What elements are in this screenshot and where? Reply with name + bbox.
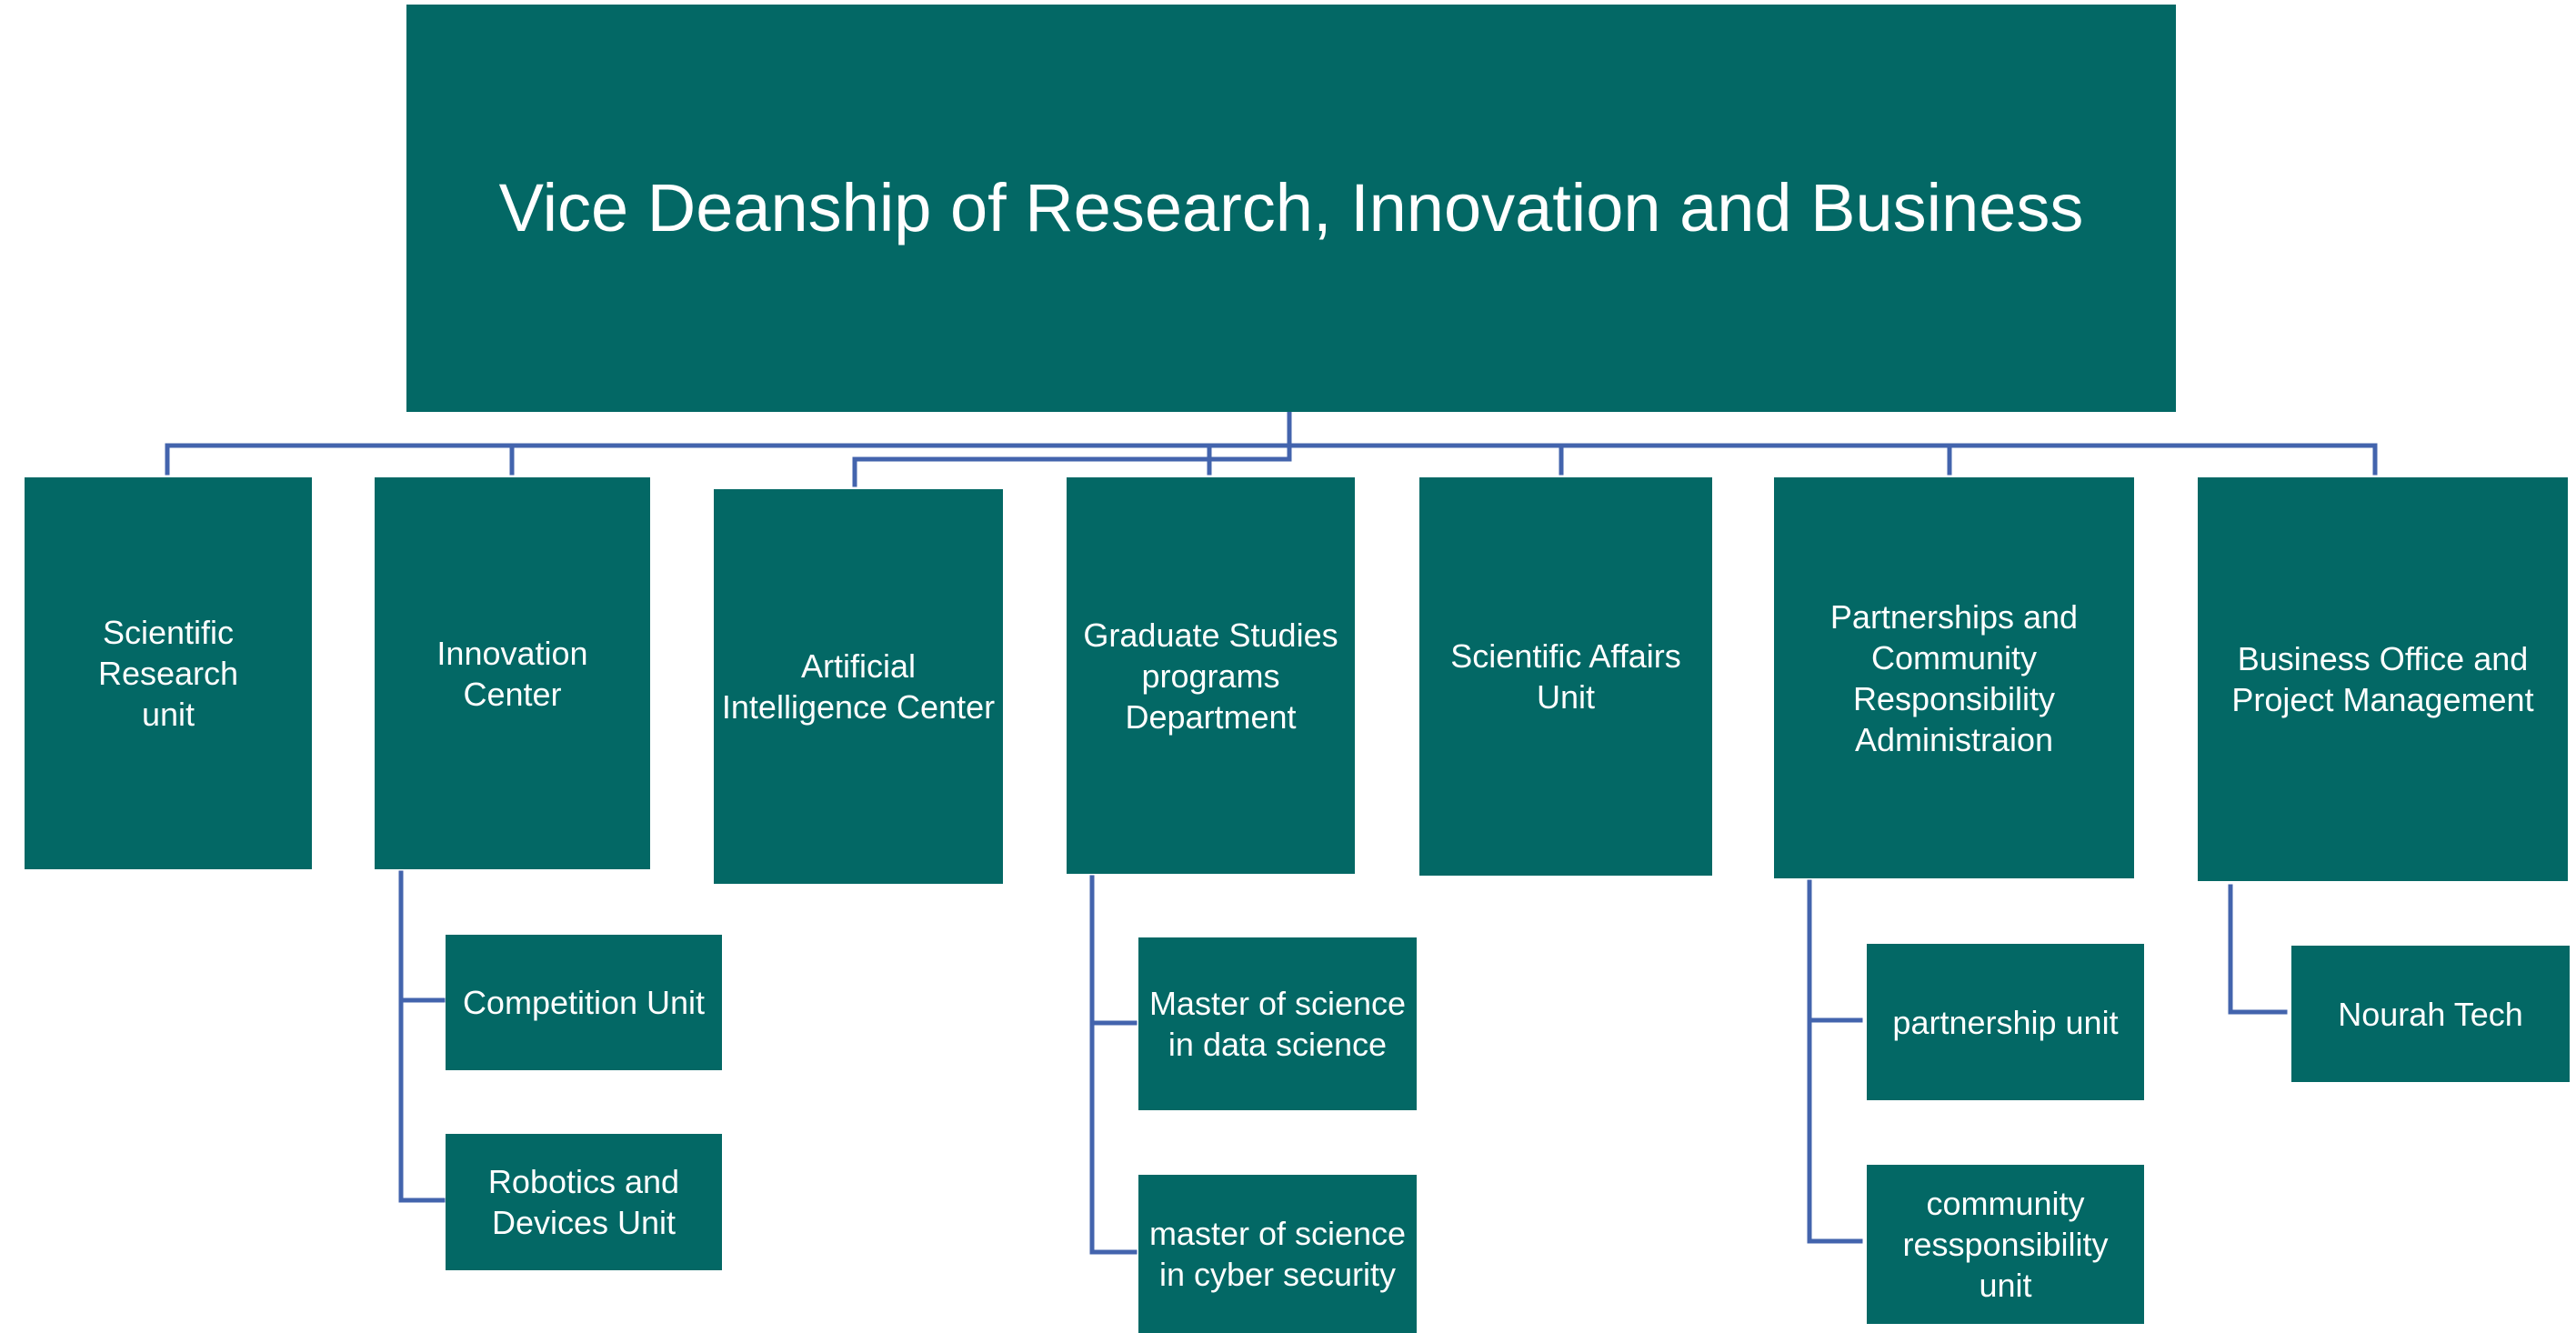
scientific-affairs-label: Scientific Affairs Unit (1450, 637, 1681, 716)
vice-deanship-label: Vice Deanship of Research, Innovation an… (498, 170, 2084, 246)
data-science-program-box: Master of science in data science (1138, 937, 1417, 1110)
partnerships-label: Partnerships and Community Responsibilit… (1829, 597, 2079, 758)
scientific-affairs-box: Scientific Affairs Unit (1419, 477, 1712, 876)
competition-unit-box: Competition Unit (446, 935, 722, 1070)
innovation-center-box: Innovation Center (375, 477, 650, 869)
cyber-security-program-label: master of science in cyber security (1148, 1215, 1407, 1293)
graduate-studies-box: Graduate Studies programs Department (1067, 477, 1355, 874)
competition-unit-label: Competition Unit (462, 984, 706, 1021)
scientific-research-unit-label: Scientific Research unit (97, 614, 239, 733)
partnerships-box: Partnerships and Community Responsibilit… (1774, 477, 2134, 878)
business-office-box: Business Office and Project Management (2198, 477, 2568, 881)
nourah-tech-label: Nourah Tech (2338, 995, 2523, 1033)
ai-center-box: Artificial Intelligence Center (714, 489, 1003, 884)
robotics-unit-box: Robotics and Devices Unit (446, 1134, 722, 1270)
robotics-unit-label: Robotics and Devices Unit (487, 1163, 680, 1241)
scientific-research-unit-box: Scientific Research unit (25, 477, 312, 869)
data-science-program-label: Master of science in data science (1148, 985, 1407, 1063)
graduate-studies-label: Graduate Studies programs Department (1083, 616, 1338, 736)
partnership-unit-label: partnership unit (1892, 1003, 2119, 1041)
nourah-tech-box: Nourah Tech (2291, 946, 2570, 1082)
connector-to-ai-center (852, 443, 1292, 487)
innovation-center-label: Innovation Center (436, 634, 588, 713)
cyber-security-program-box: master of science in cyber security (1138, 1175, 1417, 1333)
community-responsibility-unit-box: community ressponsibility unit (1867, 1165, 2144, 1324)
community-responsibility-unit-label: community ressponsibility unit (1902, 1185, 2109, 1304)
ai-center-label: Artificial Intelligence Center (721, 647, 996, 726)
vice-deanship-box: Vice Deanship of Research, Innovation an… (406, 5, 2176, 412)
partnership-unit-box: partnership unit (1867, 944, 2144, 1100)
business-office-label: Business Office and Project Management (2231, 640, 2534, 718)
